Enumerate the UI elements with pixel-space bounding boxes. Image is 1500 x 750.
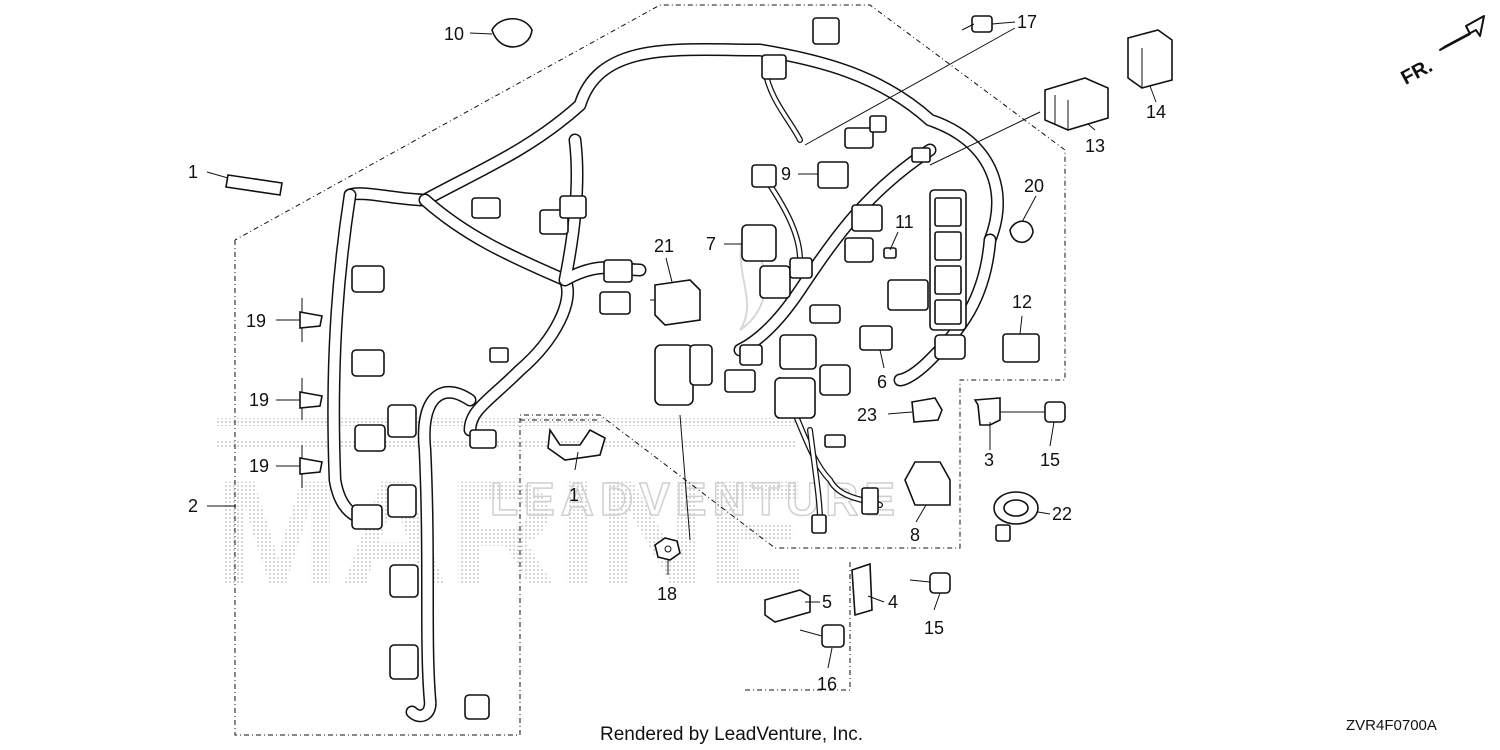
- callout-19-bottom: 19: [249, 456, 269, 476]
- callout-14: 14: [1146, 102, 1166, 122]
- callout-13: 13: [1085, 136, 1105, 156]
- forward-indicator: FR.: [1398, 15, 1485, 90]
- cap-part-8: [904, 461, 951, 506]
- bolt-part-17: [961, 15, 993, 33]
- callout-1: 1: [188, 162, 198, 182]
- direction-label: FR.: [1398, 55, 1437, 90]
- stay-part-5: [764, 589, 811, 623]
- bolt-part-15b: [909, 572, 951, 594]
- callout-19-top: 19: [246, 311, 266, 331]
- grommet-part-22: [993, 491, 1039, 542]
- callout-19-middle: 19: [249, 390, 269, 410]
- callout-20: 20: [1024, 176, 1044, 196]
- clip-part-19a: [299, 298, 323, 342]
- callout-6: 6: [877, 372, 887, 392]
- callout-22: 22: [1052, 504, 1072, 524]
- callout-23: 23: [857, 405, 877, 425]
- callout-16: 16: [817, 674, 837, 694]
- callout-1-lower: 1: [569, 485, 579, 505]
- callout-12: 12: [1012, 292, 1032, 312]
- callout-2: 2: [188, 496, 198, 516]
- clip-part-1: [225, 174, 283, 196]
- clip-part-19b: [299, 378, 323, 420]
- callout-5: 5: [822, 592, 832, 612]
- callout-4: 4: [888, 592, 898, 612]
- cover-part-14: [1127, 29, 1173, 89]
- stay-part-3: [973, 397, 1001, 426]
- loose-parts: [225, 15, 1173, 648]
- plate-part-4: [851, 562, 873, 617]
- connector-part-6: [859, 325, 893, 351]
- callout-15: 15: [1040, 450, 1060, 470]
- callout-21: 21: [654, 236, 674, 256]
- callout-18: 18: [657, 584, 677, 604]
- clip-part-1b: [547, 427, 606, 461]
- drawing-code: ZVR4F0700A: [1346, 717, 1437, 734]
- callout-7: 7: [706, 234, 716, 254]
- callout-17: 17: [1017, 12, 1037, 32]
- relay-part-13: [1044, 77, 1109, 131]
- clip-part-23: [911, 397, 943, 423]
- connector-part-7: [741, 224, 777, 262]
- assembly-boundaries: [234, 4, 1066, 736]
- callout-8: 8: [910, 525, 920, 545]
- connector-part-12: [1002, 333, 1040, 363]
- clip-part-19c: [299, 445, 323, 488]
- band-part-20: [1009, 220, 1034, 244]
- callout-11: 11: [895, 212, 914, 232]
- watermark: MARINE LEADVENTURE: [215, 227, 901, 617]
- holder-part-21: [650, 279, 701, 326]
- connector-part-9a: [751, 164, 777, 188]
- nut-part-18: [654, 537, 681, 561]
- harness-connectors: [351, 17, 967, 720]
- watermark-company: LEADVENTURE: [490, 473, 901, 525]
- bolt-part-16: [799, 624, 845, 648]
- callouts: 1 1 2 3 4 5 6 7 8 9 10 11 12 13 14 15 15…: [188, 12, 1166, 694]
- clamp-part-10: [491, 17, 533, 48]
- callout-3: 3: [984, 450, 994, 470]
- callout-15-lower: 15: [924, 618, 944, 638]
- terminal-part-11: [883, 247, 897, 259]
- bolt-part-15a: [1000, 401, 1066, 423]
- connector-part-9b: [817, 161, 849, 189]
- callout-10: 10: [444, 24, 464, 44]
- rendered-by-text: Rendered by LeadVenture, Inc.: [600, 724, 863, 745]
- callout-9: 9: [781, 164, 791, 184]
- leader-lines: [206, 21, 1157, 669]
- forward-arrow-icon: [1439, 15, 1485, 51]
- watermark-brand: MARINE: [215, 449, 807, 617]
